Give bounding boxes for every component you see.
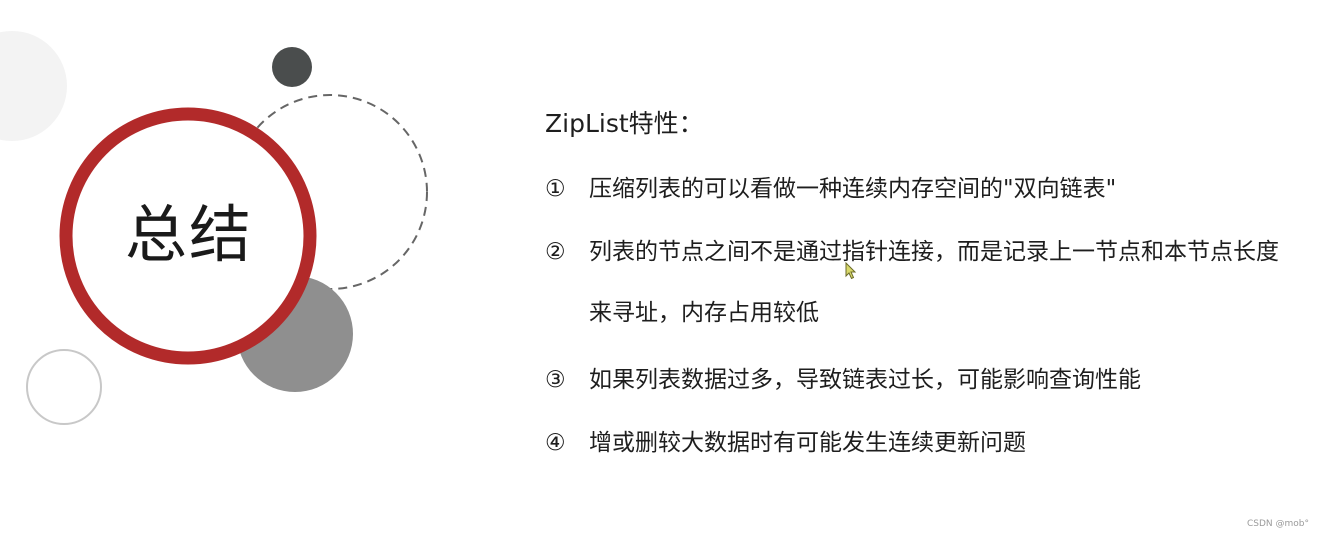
item-number: ① xyxy=(545,176,566,202)
feature-item-1: ① 压缩列表的可以看做一种连续内存空间的"双向链表" xyxy=(545,174,1285,204)
summary-title: 总结 xyxy=(124,198,253,271)
feature-list-panel: ZipList特性： ① 压缩列表的可以看做一种连续内存空间的"双向链表" ② … xyxy=(545,104,1285,491)
mouse-cursor-icon xyxy=(845,262,857,280)
light-background-circle xyxy=(0,31,67,141)
feature-item-4: ④ 增或删较大数据时有可能发生连续更新问题 xyxy=(545,428,1285,458)
item-text: 压缩列表的可以看做一种连续内存空间的"双向链表" xyxy=(589,176,1117,202)
small-outline-circle xyxy=(26,349,102,425)
item-number: ④ xyxy=(545,430,566,456)
item-text: 如果列表数据过多，导致链表过长，可能影响查询性能 xyxy=(589,367,1141,393)
feature-item-2: ② 列表的节点之间不是通过指针连接，而是记录上一节点和本节点长度来寻址，内存占用… xyxy=(545,237,1285,344)
item-number: ② xyxy=(545,239,566,265)
item-text: 列表的节点之间不是通过指针连接，而是记录上一节点和本节点长度来寻址，内存占用较低 xyxy=(589,239,1279,326)
watermark: CSDN @mob° xyxy=(1246,519,1309,529)
dark-dot xyxy=(272,47,312,87)
item-text: 增或删较大数据时有可能发生连续更新问题 xyxy=(589,430,1026,456)
feature-item-3: ③ 如果列表数据过多，导致链表过长，可能影响查询性能 xyxy=(545,365,1285,395)
red-ring xyxy=(59,107,317,365)
feature-heading: ZipList特性： xyxy=(545,109,704,138)
item-number: ③ xyxy=(545,367,566,393)
